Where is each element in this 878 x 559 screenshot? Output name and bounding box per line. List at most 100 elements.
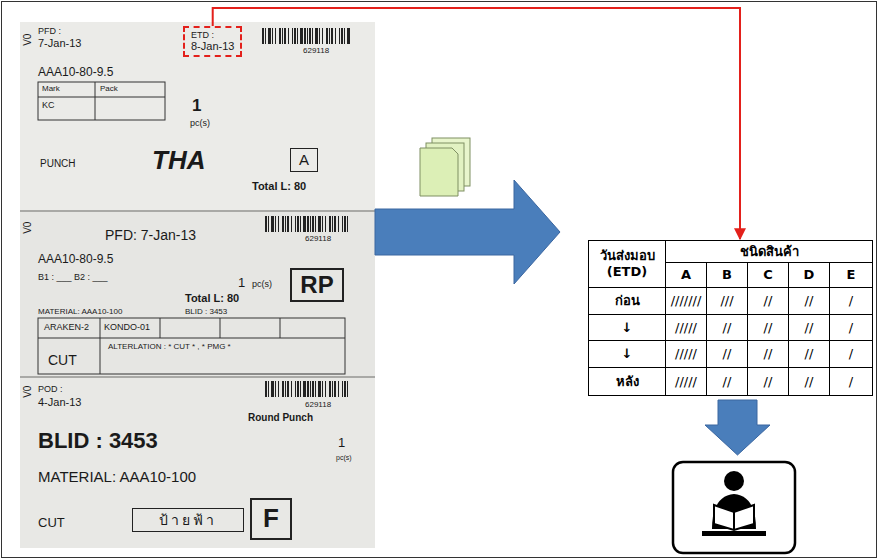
table-cell: ↓ xyxy=(588,314,666,341)
barcode-bar xyxy=(284,28,286,44)
label-text: A xyxy=(299,151,309,168)
label-text: Total L: 80 xyxy=(252,180,306,193)
table-cell: // xyxy=(747,340,789,368)
barcode-bar xyxy=(332,381,333,397)
barcode-bar xyxy=(294,28,296,44)
barcode-bar xyxy=(268,216,269,232)
table-cell: / xyxy=(829,340,873,368)
barcode-bar xyxy=(275,28,276,44)
table-cell: A xyxy=(665,262,707,288)
label-text: B1 : ___ B2 : ___ xyxy=(38,272,108,282)
label-text: F xyxy=(263,504,279,534)
tag-box: ป้ายฟ้า xyxy=(132,508,244,532)
table-cell: /////// xyxy=(665,287,707,315)
barcode-bar xyxy=(322,28,323,44)
barcode-bar xyxy=(329,28,330,44)
barcode-bar xyxy=(295,381,296,397)
barcode-bar xyxy=(325,381,326,397)
barcode-bar xyxy=(265,216,267,232)
label-text: 629118 xyxy=(305,400,331,409)
label-text: AAA10-80-9.5 xyxy=(38,66,113,80)
barcodes xyxy=(262,28,350,397)
label-text: BLID : 3453 xyxy=(185,307,227,316)
barcode-bar xyxy=(282,216,284,232)
barcode-bar xyxy=(312,216,314,232)
table-cell: / xyxy=(829,367,873,396)
barcode-bar xyxy=(265,381,267,397)
shipping-label: V0PFD: 7-Jan-13629118AAA10-80-9.5B1 : __… xyxy=(20,212,375,376)
label-text: 1 xyxy=(338,436,345,451)
barcode-bar xyxy=(300,381,301,397)
label-text: CUT xyxy=(48,352,77,368)
barcode-bar xyxy=(271,381,274,397)
table-cell: ///// xyxy=(665,367,707,396)
barcode-bar xyxy=(297,381,299,397)
barcode-bar xyxy=(325,216,326,232)
connector-line xyxy=(213,8,740,239)
label-text: PFD : xyxy=(38,26,61,36)
table-cell: /// xyxy=(706,287,748,315)
highlight-box: ETD :8-Jan-13 xyxy=(183,26,242,57)
barcode-bar xyxy=(342,216,343,232)
table-cell: ก่อน xyxy=(588,287,666,315)
grid-line xyxy=(220,318,221,338)
barcode-bar xyxy=(315,216,316,232)
barcode-bar xyxy=(347,216,348,232)
book-spine xyxy=(733,512,735,530)
grid-line xyxy=(280,318,281,338)
barcode-bar xyxy=(271,216,274,232)
barcode-bar xyxy=(268,28,271,44)
barcode-bar xyxy=(300,216,301,232)
barcode-bar xyxy=(312,28,313,44)
shipping-label: V0POD :4-Jan-13629118Round PunchBLID : 3… xyxy=(20,378,375,548)
label-text: ARAKEN-2 xyxy=(44,322,89,332)
barcode-bar xyxy=(265,28,266,44)
grid-line xyxy=(100,318,101,374)
barcode-bar xyxy=(282,28,283,44)
label-text: 4-Jan-13 xyxy=(38,396,81,409)
barcode-bar xyxy=(291,381,292,397)
barcode-bar xyxy=(297,28,298,44)
table-cell: ชนิดสินค้า xyxy=(665,240,873,263)
barcode-bar xyxy=(318,381,321,397)
label-text: BLID : 3453 xyxy=(38,428,158,453)
label-text: AAA10-80-9.5 xyxy=(38,253,113,267)
table-cell: ↓ xyxy=(588,340,666,368)
table-cell: // xyxy=(747,287,789,315)
reader-desk xyxy=(702,531,766,536)
photo-ground xyxy=(20,22,375,548)
tally-table: วันส่งมอบ (ETD)ชนิดสินค้าABCDEก่อน//////… xyxy=(588,240,873,396)
table-cell: B xyxy=(706,262,748,288)
table-cell: / xyxy=(829,287,873,315)
label-text: MATERIAL: AAA10-100 xyxy=(38,468,196,485)
label-text: 8-Jan-13 xyxy=(191,40,234,53)
barcode-bar xyxy=(285,216,286,232)
label-text: RP xyxy=(300,271,333,299)
label-text: 1 xyxy=(192,96,201,116)
barcode-bar xyxy=(310,216,311,232)
label-text: 1 xyxy=(238,276,245,291)
table-cell: E xyxy=(829,262,873,288)
barcode-bar xyxy=(307,381,309,397)
barcode-bar xyxy=(307,28,308,44)
barcode-bar xyxy=(304,28,306,44)
icon-frame xyxy=(673,462,795,553)
barcode-bar xyxy=(315,381,316,397)
barcode-bar xyxy=(347,381,348,397)
reader-head xyxy=(724,471,744,491)
barcode-bar xyxy=(287,381,289,397)
label-text: Mark xyxy=(42,84,60,93)
barcode-bar xyxy=(344,216,346,232)
barcode-bar xyxy=(272,28,273,44)
label-text: Total L: 80 xyxy=(185,292,239,305)
label-text: ป้ายฟ้า xyxy=(159,512,217,528)
barcode-bar xyxy=(291,216,292,232)
barcode-bar xyxy=(275,216,276,232)
table-cell: หลัง xyxy=(588,367,666,396)
label-text: MATERIAL: AAA10-100 xyxy=(38,307,122,316)
table-cell: ///// xyxy=(665,340,707,368)
label-text: PFD: 7-Jan-13 xyxy=(105,227,196,243)
reader-body xyxy=(712,494,756,529)
